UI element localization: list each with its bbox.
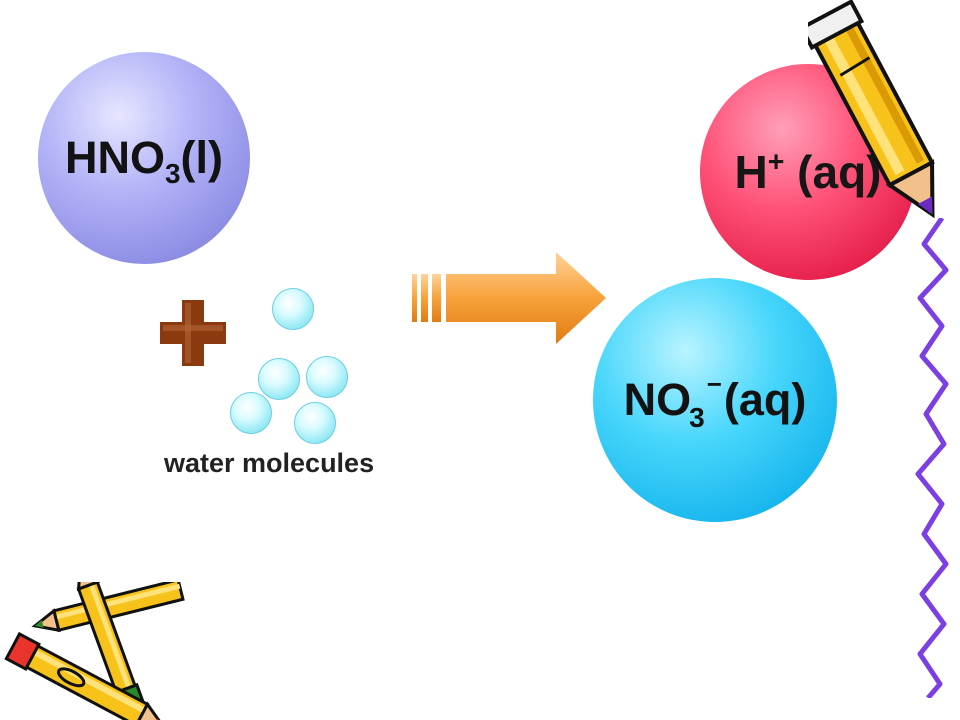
water-molecule bbox=[272, 288, 314, 330]
h-plus-label: H+ (aq) bbox=[734, 146, 882, 198]
water-molecule bbox=[294, 402, 336, 444]
reaction-arrow-icon bbox=[412, 252, 606, 344]
water-molecules-caption: water molecules bbox=[164, 448, 375, 478]
pencils-clipart-icon bbox=[4, 582, 185, 720]
water-molecule bbox=[230, 392, 272, 434]
no3-minus-sphere: NO3−(aq) bbox=[593, 278, 837, 522]
water-molecule bbox=[306, 356, 348, 398]
no3-minus-label: NO3−(aq) bbox=[623, 369, 807, 433]
hno3-sphere: HNO3(l) bbox=[38, 52, 250, 264]
squiggle-line-icon bbox=[915, 218, 949, 698]
pencil-clipart-icon bbox=[808, 0, 935, 219]
plus-sign-icon bbox=[160, 300, 226, 366]
water-molecule bbox=[258, 358, 300, 400]
hno3-label: HNO3(l) bbox=[65, 132, 223, 189]
